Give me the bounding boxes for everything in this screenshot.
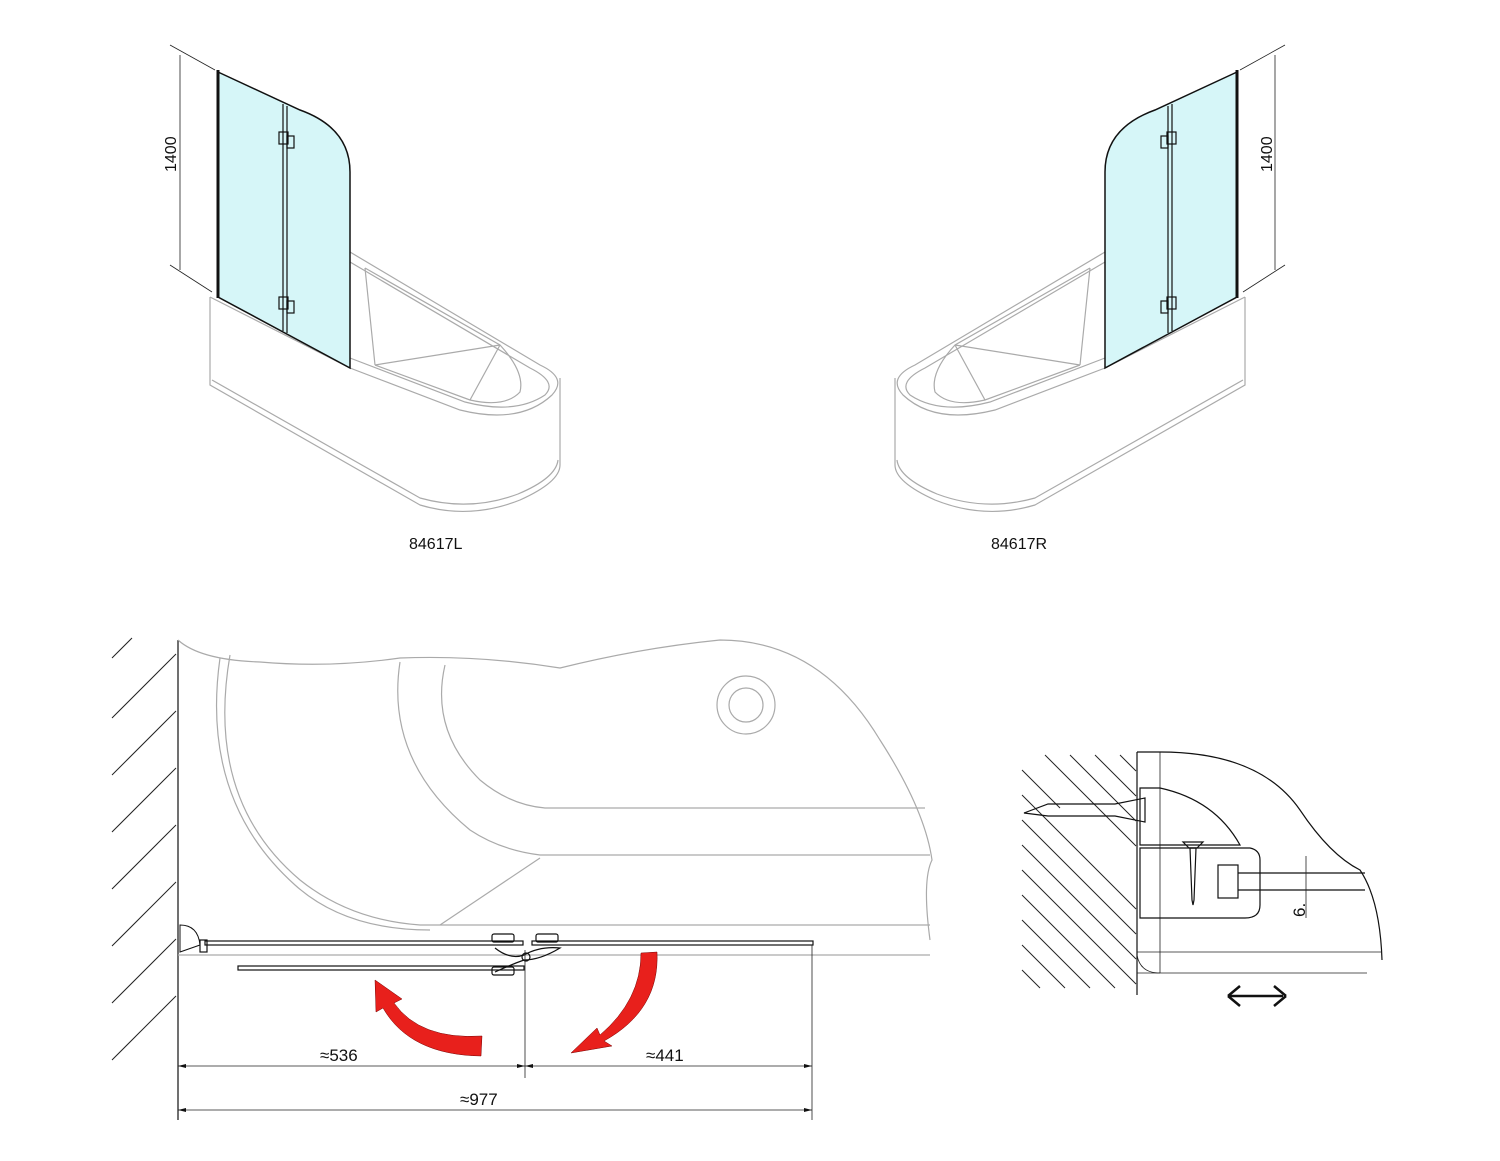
bathtub-plan	[177, 639, 933, 956]
dim-left-panel: ≈536	[320, 1046, 358, 1065]
wall-profile-detail: 6.	[1021, 751, 1383, 1007]
swing-arrow-right	[570, 951, 658, 1054]
adjustment-arrow-icon	[1227, 985, 1287, 1007]
wall-hatch	[111, 637, 177, 1061]
plan-view: ≈536 ≈441 ≈977	[111, 637, 933, 1120]
model-label-left: 84617L	[409, 536, 462, 553]
height-label-right: 1400	[1259, 136, 1276, 172]
dim-right-panel: ≈441	[646, 1046, 684, 1065]
plan-dimensions	[178, 945, 813, 1120]
screw-icon	[1181, 841, 1205, 906]
detail-wall-hatch	[1021, 754, 1137, 989]
swing-arrow-left	[374, 979, 483, 1057]
dim-total-width: ≈977	[460, 1090, 498, 1109]
glass-thickness-label: 6.	[1290, 903, 1309, 917]
view-84617R	[893, 43, 1287, 513]
shower-screen-plan	[179, 924, 814, 976]
model-label-right: 84617R	[991, 536, 1047, 553]
height-label-left: 1400	[163, 136, 180, 172]
view-84617L	[168, 43, 562, 513]
